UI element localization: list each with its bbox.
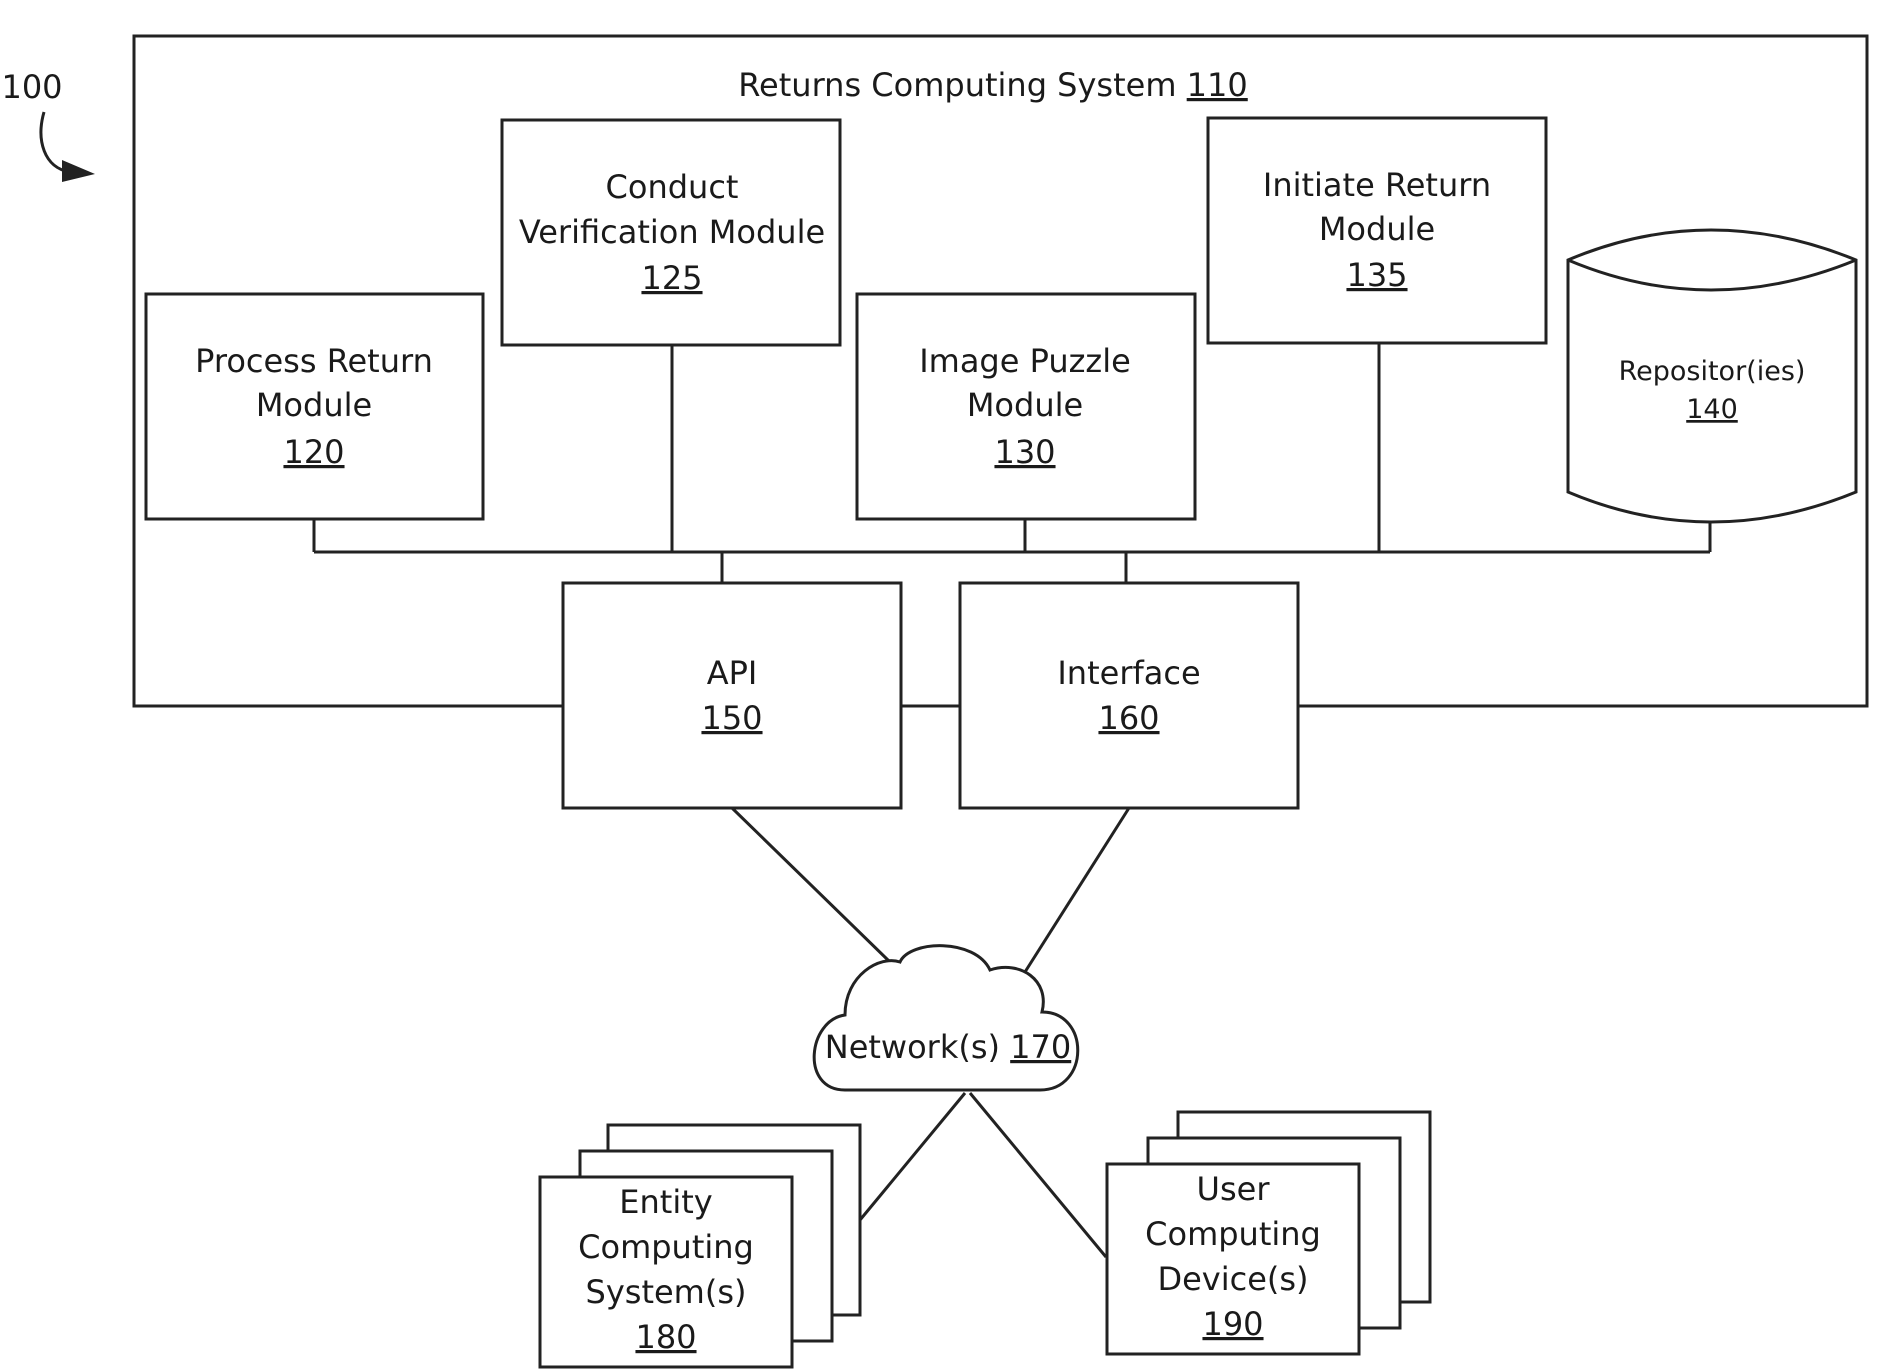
conduct-verification-label-line2: Verification Module	[519, 213, 825, 251]
image-puzzle-ref: 130	[994, 433, 1055, 471]
conduct-verification-module: Conduct Verification Module 125	[502, 120, 840, 345]
user-device-ref: 190	[1202, 1305, 1263, 1343]
process-return-label-line2: Module	[256, 386, 372, 424]
user-device-label-line2: Computing	[1145, 1215, 1321, 1253]
entity-label-line2: Computing	[578, 1228, 754, 1266]
interface-label: Interface	[1057, 654, 1200, 692]
interface-box: Interface 160	[960, 583, 1298, 808]
api-ref: 150	[701, 699, 762, 737]
system-title: Returns Computing System 110	[738, 66, 1248, 104]
process-return-module: Process Return Module 120	[146, 294, 483, 519]
network-title: Network(s) 170	[825, 1028, 1072, 1066]
entity-computing-systems: Entity Computing System(s) 180	[540, 1125, 860, 1367]
user-computing-devices: User Computing Device(s) 190	[1107, 1112, 1430, 1354]
repository-ref: 140	[1686, 394, 1738, 425]
user-device-label-line1: User	[1197, 1170, 1271, 1208]
entity-ref: 180	[635, 1318, 696, 1356]
image-puzzle-module: Image Puzzle Module 130	[857, 294, 1195, 519]
conduct-verification-ref: 125	[641, 259, 702, 297]
initiate-return-ref: 135	[1346, 256, 1407, 294]
initiate-return-label-line2: Module	[1319, 210, 1435, 248]
api-label: API	[707, 654, 758, 692]
figure-ref-label: 100	[1, 68, 62, 106]
process-return-ref: 120	[283, 433, 344, 471]
conduct-verification-label-line1: Conduct	[606, 168, 739, 206]
repository-label: Repositor(ies)	[1619, 356, 1806, 387]
api-box: API 150	[563, 583, 901, 808]
initiate-return-label-line1: Initiate Return	[1263, 166, 1491, 204]
entity-label-line3: System(s)	[586, 1273, 747, 1311]
image-puzzle-label-line2: Module	[967, 386, 1083, 424]
user-device-label-line3: Device(s)	[1157, 1260, 1308, 1298]
system-ref: 110	[1187, 66, 1248, 104]
process-return-label-line1: Process Return	[195, 342, 433, 380]
network-cloud-icon: Network(s) 170	[814, 946, 1078, 1090]
figure-ref-arrowhead-icon	[62, 160, 95, 182]
interface-ref: 160	[1098, 699, 1159, 737]
repository-database-icon: Repositor(ies) 140	[1568, 230, 1856, 522]
initiate-return-module: Initiate Return Module 135	[1208, 118, 1546, 343]
entity-label-line1: Entity	[619, 1183, 712, 1221]
network-ref: 170	[1010, 1028, 1071, 1066]
image-puzzle-label-line1: Image Puzzle	[919, 342, 1131, 380]
